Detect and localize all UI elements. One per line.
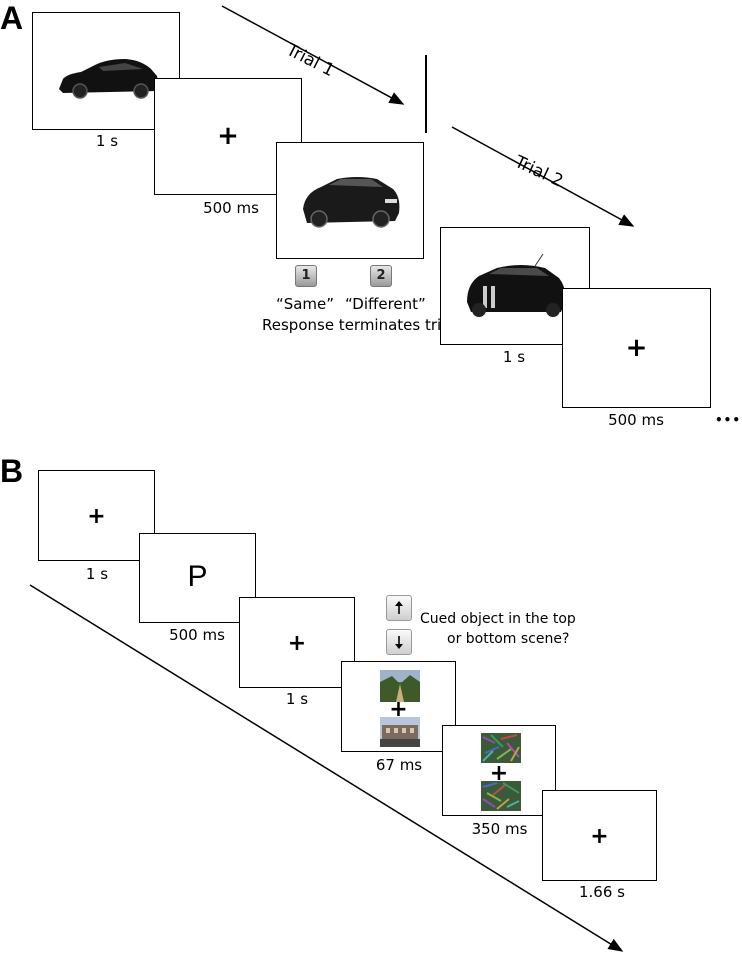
caption-car-3: 1 s [502, 348, 526, 366]
trial-1-arrow [221, 5, 405, 105]
question-line-1: Cued object in the top [420, 611, 576, 627]
down-arrow-key [386, 629, 412, 655]
response-note: Response terminates trial [262, 316, 455, 334]
frame-b2-cue: P [139, 533, 256, 623]
car-side-image [59, 59, 158, 99]
caption-b2: 500 ms [169, 626, 225, 644]
mask-top-image [481, 733, 521, 763]
label-same: “Same” [275, 295, 335, 313]
fixation-cross: + [287, 631, 307, 656]
time-arrow-b [29, 584, 624, 952]
trial-2-arrow [451, 126, 635, 227]
car-front-image [303, 177, 400, 228]
ellipsis: ••• [715, 413, 742, 427]
frame-b5-masks: + [442, 725, 556, 816]
cue-letter: P [187, 560, 208, 593]
caption-b1: 1 s [85, 565, 109, 583]
caption-b6: 1.66 s [579, 883, 625, 901]
fixation-cross: + [625, 333, 648, 363]
panel-label-b: B [0, 453, 24, 489]
fixation-cross: + [217, 121, 239, 151]
frame-b1-fixation: + [38, 470, 155, 561]
question-line-2: or bottom scene? [447, 631, 570, 647]
frame-b3-fixation: + [239, 597, 355, 688]
caption-car-1: 1 s [95, 132, 119, 150]
down-arrow-icon [395, 636, 403, 649]
mask-bottom-image [481, 781, 521, 811]
caption-fixation-2: 500 ms [608, 411, 664, 429]
caption-b5: 350 ms [471, 820, 528, 838]
frame-b6-fixation: + [542, 790, 657, 881]
car-rear-image [467, 253, 566, 317]
fixation-cross: + [389, 697, 408, 722]
up-arrow-icon [395, 601, 403, 614]
fixation-cross: + [590, 824, 609, 849]
stimulus-frame-car-front [276, 142, 424, 259]
up-arrow-key [386, 595, 412, 621]
stimulus-frame-fixation-a2: + [562, 288, 711, 408]
fixation-cross: + [87, 504, 106, 529]
frame-b4-scenes: + [341, 661, 456, 752]
scene-bottom-image [380, 717, 420, 747]
key-2: 2 [370, 265, 392, 287]
scene-top-image [380, 670, 420, 702]
panel-label-a: A [0, 0, 24, 36]
fixation-cross: + [489, 761, 509, 786]
caption-b4: 67 ms [375, 756, 423, 774]
label-different: “Different” [345, 295, 426, 313]
key-1: 1 [295, 265, 317, 287]
caption-fixation-1: 500 ms [203, 199, 259, 217]
caption-b3: 1 s [285, 690, 309, 708]
